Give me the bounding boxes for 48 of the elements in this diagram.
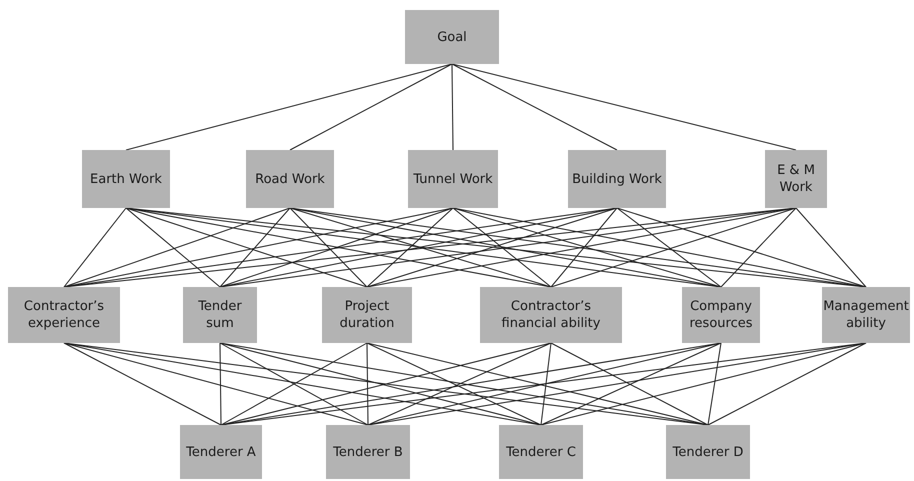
connector-line	[126, 208, 368, 288]
hierarchy-box: E & M Work	[765, 150, 827, 208]
connector-line	[64, 342, 222, 426]
hierarchy-box: Tenderer A	[180, 425, 262, 479]
hierarchy-box: Contractor’s experience	[8, 287, 120, 343]
connector-line	[126, 208, 220, 288]
connector-line	[64, 208, 126, 288]
connector-line	[540, 342, 866, 426]
connector-line	[452, 64, 454, 150]
hierarchy-box: Tender sum	[183, 287, 257, 343]
hierarchy-box: Earth Work	[82, 150, 170, 208]
connector-line	[708, 342, 866, 426]
connector-line	[366, 208, 454, 288]
connector-line	[720, 208, 796, 288]
connector-line	[540, 342, 552, 426]
hierarchy-box: Management ability	[822, 287, 910, 343]
hierarchy-box: Project duration	[322, 287, 412, 343]
connector-line	[452, 208, 552, 288]
hierarchy-box: Contractor’s financial ability	[480, 287, 622, 343]
hierarchy-box: Tenderer B	[326, 425, 410, 479]
connector-line	[64, 342, 368, 426]
hierarchy-box: Road Work	[246, 150, 334, 208]
hierarchy-box: Building Work	[568, 150, 666, 208]
connector-line	[290, 208, 552, 288]
connector-line	[550, 208, 796, 288]
connector-line	[452, 64, 618, 150]
connector-line	[452, 208, 866, 288]
hierarchy-box: Tenderer C	[499, 425, 583, 479]
connector-line	[616, 208, 866, 288]
connector-line	[708, 342, 722, 426]
connector-line	[366, 208, 618, 288]
hierarchy-box: Tenderer D	[666, 425, 750, 479]
hierarchy-box: Company resources	[682, 287, 760, 343]
connector-line	[796, 208, 866, 288]
connector-line	[366, 342, 368, 426]
connector-line	[64, 208, 290, 288]
connector-line	[220, 208, 290, 288]
connector-line	[452, 208, 722, 288]
hierarchy-box: Goal	[405, 10, 499, 64]
connector-line	[126, 64, 452, 150]
connector-line	[290, 208, 368, 288]
connector-line	[452, 64, 796, 150]
connector-line	[616, 208, 722, 288]
connector-line	[290, 64, 452, 150]
connector-line	[220, 208, 454, 288]
hierarchy-box: Tunnel Work	[408, 150, 498, 208]
connector-line	[550, 208, 618, 288]
connector-line	[220, 342, 222, 426]
